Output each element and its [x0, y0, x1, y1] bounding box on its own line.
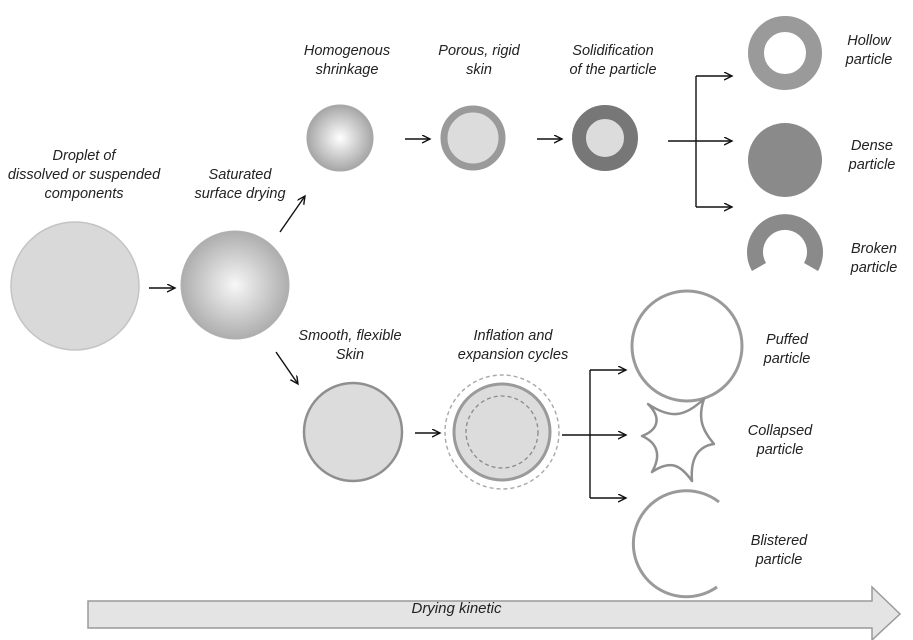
drying-kinetic-arrow	[87, 585, 902, 640]
inflation-outer-dashed	[444, 374, 560, 490]
label-blistered: Blistered particle	[750, 533, 808, 568]
droplet-circle	[10, 221, 140, 351]
label-droplet: Droplet of dissolved or suspended compon…	[7, 148, 161, 202]
label-collapsed: Collapsed particle	[747, 423, 813, 458]
smooth-circle	[302, 381, 404, 483]
label-homogenous: Homogenous shrinkage	[303, 43, 391, 78]
inflation-inner-dashed	[465, 395, 539, 469]
blistered-particle	[631, 489, 720, 599]
label-broken: Broken particle	[850, 241, 898, 276]
label-puffed: Puffed particle	[763, 332, 811, 367]
collapsed-particle	[640, 397, 716, 483]
label-hollow: Hollow particle	[845, 33, 893, 68]
hollow-circle	[748, 16, 822, 90]
label-drying-kinetic: Drying kinetic	[411, 600, 502, 617]
label-smooth: Smooth, flexible Skin	[298, 328, 402, 363]
dense-circle	[748, 123, 822, 197]
inflation-circle	[452, 382, 552, 482]
label-saturated: Saturated surface drying	[194, 167, 286, 202]
homogenous-circle	[306, 104, 374, 172]
broken-particle	[747, 214, 823, 271]
label-solidification: Solidification of the particle	[569, 43, 657, 78]
label-inflation: Inflation and expansion cycles	[457, 328, 569, 363]
label-dense: Dense particle	[848, 138, 896, 173]
arrow-to-homogenous	[279, 196, 305, 233]
saturated-circle	[180, 230, 290, 340]
puffed-circle	[630, 289, 744, 403]
label-porous: Porous, rigid skin	[438, 43, 520, 78]
solid-circle	[572, 105, 638, 171]
arrow-to-smooth	[275, 351, 298, 384]
porous-circle	[440, 105, 506, 171]
